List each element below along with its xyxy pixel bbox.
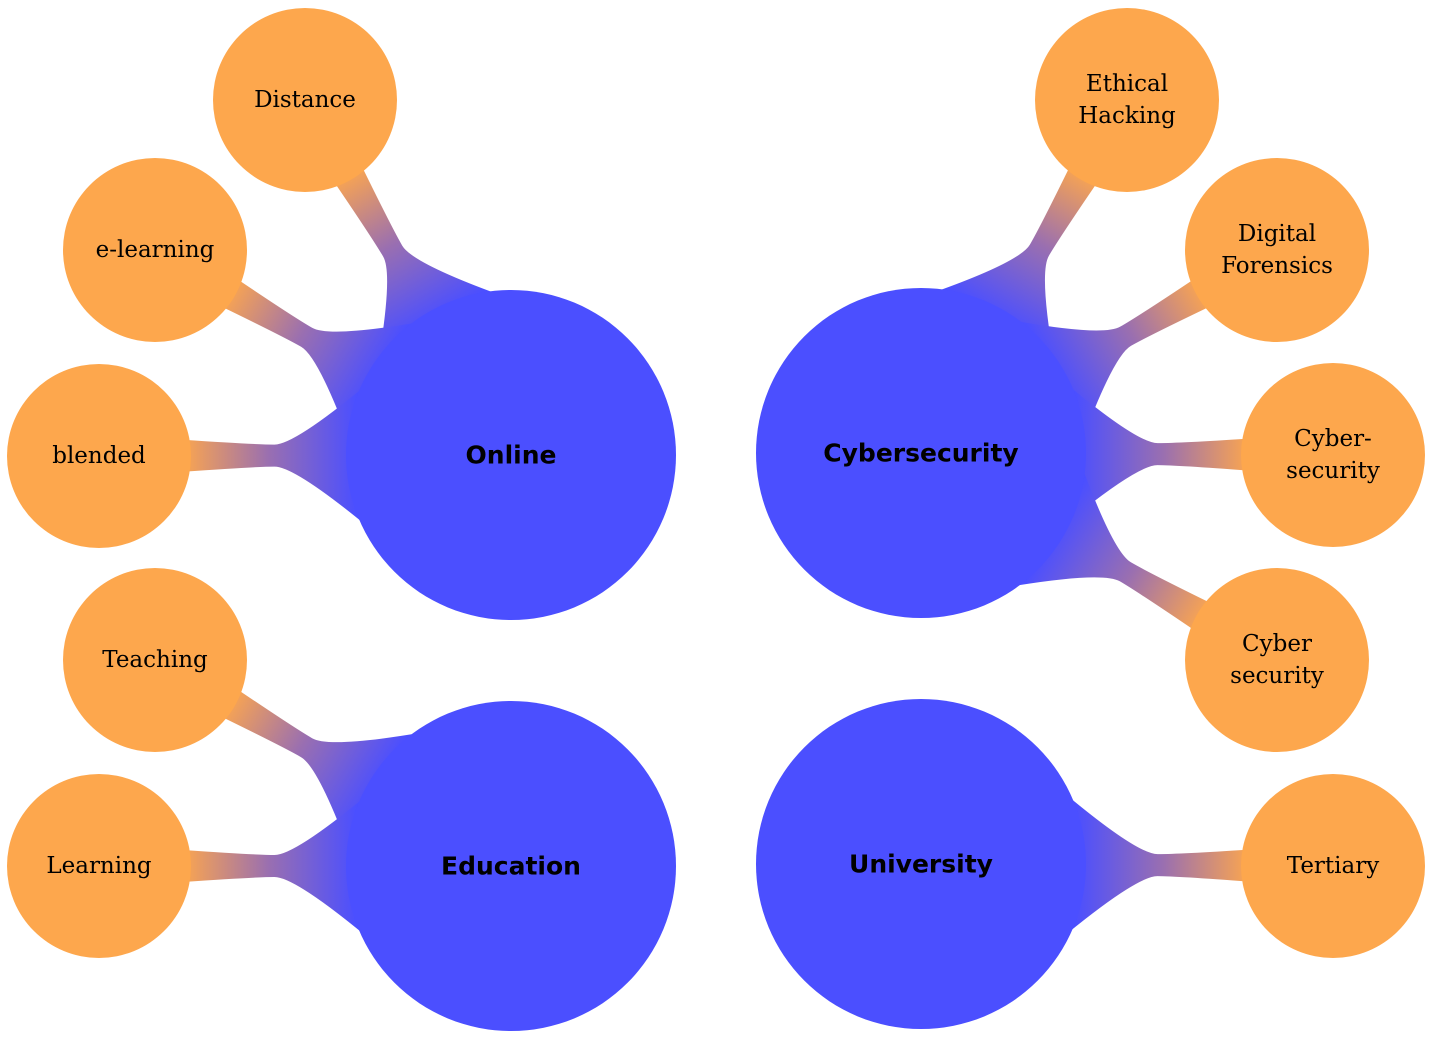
hub-circle	[756, 699, 1086, 1029]
hub-label: Cybersecurity	[823, 439, 1018, 468]
leaf-circle	[213, 8, 397, 192]
leaf-circle	[7, 774, 191, 958]
leaf-circle	[7, 364, 191, 548]
leaf-label: Cyber-	[1294, 426, 1372, 452]
leaf-circle	[1035, 8, 1219, 192]
leaf-circle	[63, 568, 247, 752]
leaf-label: security	[1230, 663, 1324, 689]
leaf-node-blended: blended	[7, 364, 191, 548]
leaf-label: Distance	[254, 87, 356, 113]
leaf-label: Digital	[1238, 221, 1316, 247]
leaf-node-tertiary: Tertiary	[1241, 774, 1425, 958]
connector-education-learning	[183, 796, 366, 936]
connector-cybersecurity-cyber-hyphen-security	[1065, 383, 1250, 524]
leaf-label: e-learning	[96, 237, 215, 263]
hub-node-university: University	[756, 699, 1086, 1029]
leaf-node-e-learning: e-learning	[63, 158, 247, 342]
connectors-layer	[183, 164, 1250, 936]
hub-node-online: Online	[346, 290, 676, 620]
leaf-circle	[1185, 158, 1369, 342]
leaves-layer: Distance e-learning blended EthicalHackingD…	[7, 8, 1425, 958]
leaf-label: Learning	[46, 853, 152, 879]
leaf-circle	[1185, 568, 1369, 752]
leaf-label: Forensics	[1221, 253, 1333, 279]
leaf-node-cyber-space-security: Cyber security	[1185, 568, 1369, 752]
leaf-label: Tertiary	[1287, 853, 1379, 879]
leaf-label: Teaching	[102, 647, 208, 673]
leaf-node-teaching: Teaching	[63, 568, 247, 752]
hub-circle	[346, 701, 676, 1031]
leaf-node-cyber-hyphen-security: Cyber-security	[1241, 363, 1425, 547]
hub-label: Education	[441, 852, 581, 881]
leaf-label: security	[1286, 458, 1380, 484]
leaf-node-distance: Distance	[213, 8, 397, 192]
hub-node-education: Education	[346, 701, 676, 1031]
leaf-label: Ethical	[1086, 71, 1168, 97]
hub-circle	[756, 288, 1086, 618]
leaf-node-learning: Learning	[7, 774, 191, 958]
hub-label: University	[849, 850, 993, 879]
hub-node-cybersecurity: Cybersecurity	[756, 288, 1086, 618]
leaf-label: blended	[52, 443, 146, 469]
leaf-circle	[1241, 363, 1425, 547]
hub-label: Online	[466, 441, 557, 470]
leaf-label: Cyber	[1242, 631, 1312, 657]
leaf-circle	[63, 158, 247, 342]
connector-online-blended	[183, 385, 367, 526]
hub-circle	[346, 290, 676, 620]
connector-university-tertiary	[1065, 794, 1250, 935]
leaf-circle	[1241, 774, 1425, 958]
leaf-label: Hacking	[1078, 103, 1176, 129]
